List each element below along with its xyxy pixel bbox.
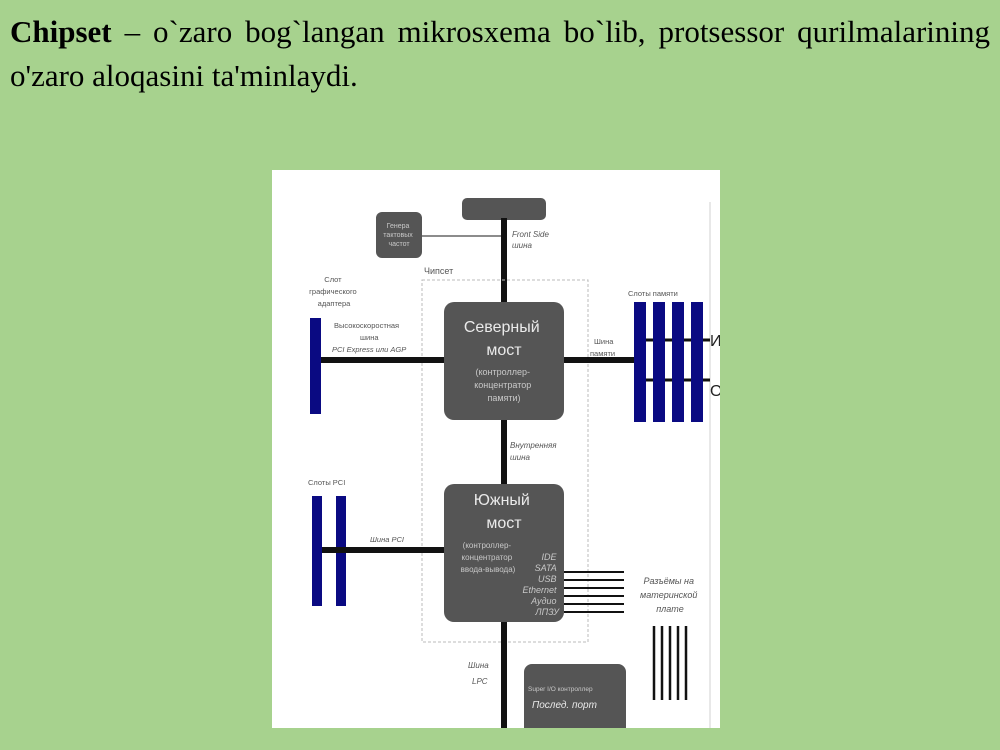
internal-bus-label: Внутренняя шина (510, 441, 559, 462)
slide-definition-text: Chipset – o`zaro bog`langan mikrosxema b… (10, 10, 990, 98)
pci-slot-1 (312, 496, 322, 606)
connector-pin-lines (652, 626, 688, 700)
north-bridge-subtitle: (контроллер- концентратор памяти) (474, 367, 534, 403)
memory-bus-label: Шина памяти (590, 337, 615, 358)
chipset-term: Chipset (10, 14, 112, 49)
lpc-bus-label: Шина LPC (468, 661, 491, 686)
io-port-lines (564, 571, 624, 613)
graphics-slot-label: Слот графического адаптера (309, 275, 359, 308)
memory-slot-1 (634, 302, 646, 422)
north-bridge-title: Северный мост (464, 319, 544, 359)
memory-slot-2 (653, 302, 665, 422)
graphics-slot (310, 318, 321, 414)
north-bridge-box (444, 302, 564, 420)
clock-generator-box (376, 212, 422, 258)
serial-port-label: Послед. порт (532, 700, 597, 711)
board-connectors-label: Разъёмы на материнской плате (640, 576, 700, 614)
fsb-label: Front Side шина (512, 230, 551, 250)
super-io-label: Super I/O контроллер (528, 686, 593, 693)
chipset-block-diagram: Генера тактовых частот Front Side шина Ч… (272, 170, 720, 728)
io-port-labels: IDE SATA USB Ethernet Аудио ЛПЗУ (522, 552, 560, 617)
south-bridge-title: Южный мост (474, 492, 535, 532)
chipset-label: Чипсет (424, 266, 453, 276)
fast-bus-label: Высокоскоростная шина PCI Express или AG… (332, 321, 406, 354)
south-bridge-subtitle: (контроллер- концентратор ввода-вывода) (461, 541, 516, 574)
super-io-box (524, 664, 626, 728)
cpu-box (462, 198, 546, 220)
pci-bus-label: Шина PCI (370, 535, 404, 544)
edge-text-fragment: И О (710, 333, 720, 400)
memory-slot-3 (672, 302, 684, 422)
memory-slot-4 (691, 302, 703, 422)
south-bridge-box (444, 484, 564, 622)
memory-slots-label: Слоты памяти (628, 289, 678, 298)
pci-slots-label: Слоты PCI (308, 478, 345, 487)
clock-generator-label: Генера тактовых частот (383, 223, 414, 248)
chipset-definition: – o`zaro bog`langan mikrosxema bo`lib, p… (10, 14, 990, 93)
